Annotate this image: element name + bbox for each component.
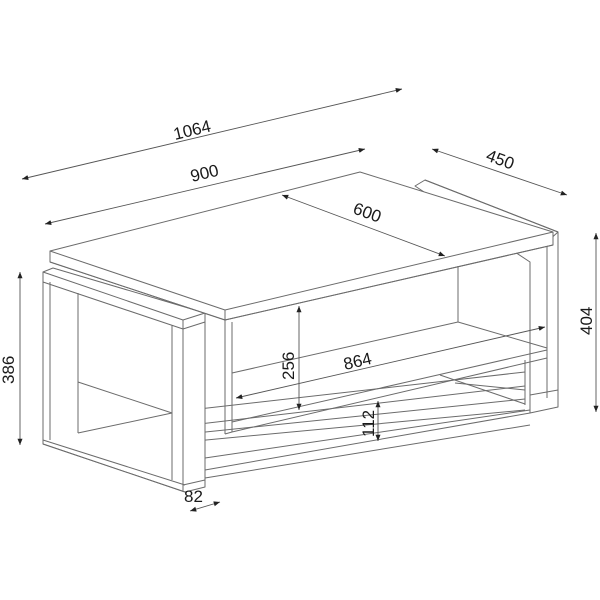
dimension-overall-depth: 450 (431, 146, 568, 196)
coffee-table (42, 171, 559, 493)
dimension-label-112: 112 (359, 410, 378, 437)
dimension-label-82: 82 (184, 487, 203, 506)
front-base-rails (204, 409, 531, 479)
dimension-overall-height: 404 (577, 233, 599, 412)
dimension-label-864: 864 (342, 349, 374, 374)
dimension-label-404: 404 (577, 307, 596, 335)
dimension-shelf-opening: 256 (279, 306, 302, 410)
dimension-label-386: 386 (0, 356, 18, 384)
dimension-base-clearance: 112 (359, 401, 381, 441)
dimension-label-900: 900 (188, 161, 220, 186)
dimension-label-450: 450 (484, 146, 517, 174)
dimension-label-256: 256 (279, 352, 298, 380)
dimension-frame-thickness: 82 (184, 487, 221, 512)
dimension-label-1064: 1064 (171, 117, 212, 144)
dimension-frame-height: 386 (0, 272, 23, 445)
dimension-lines: 1064 900 600 450 404 386 2 (0, 87, 599, 512)
left-frame (42, 267, 206, 493)
